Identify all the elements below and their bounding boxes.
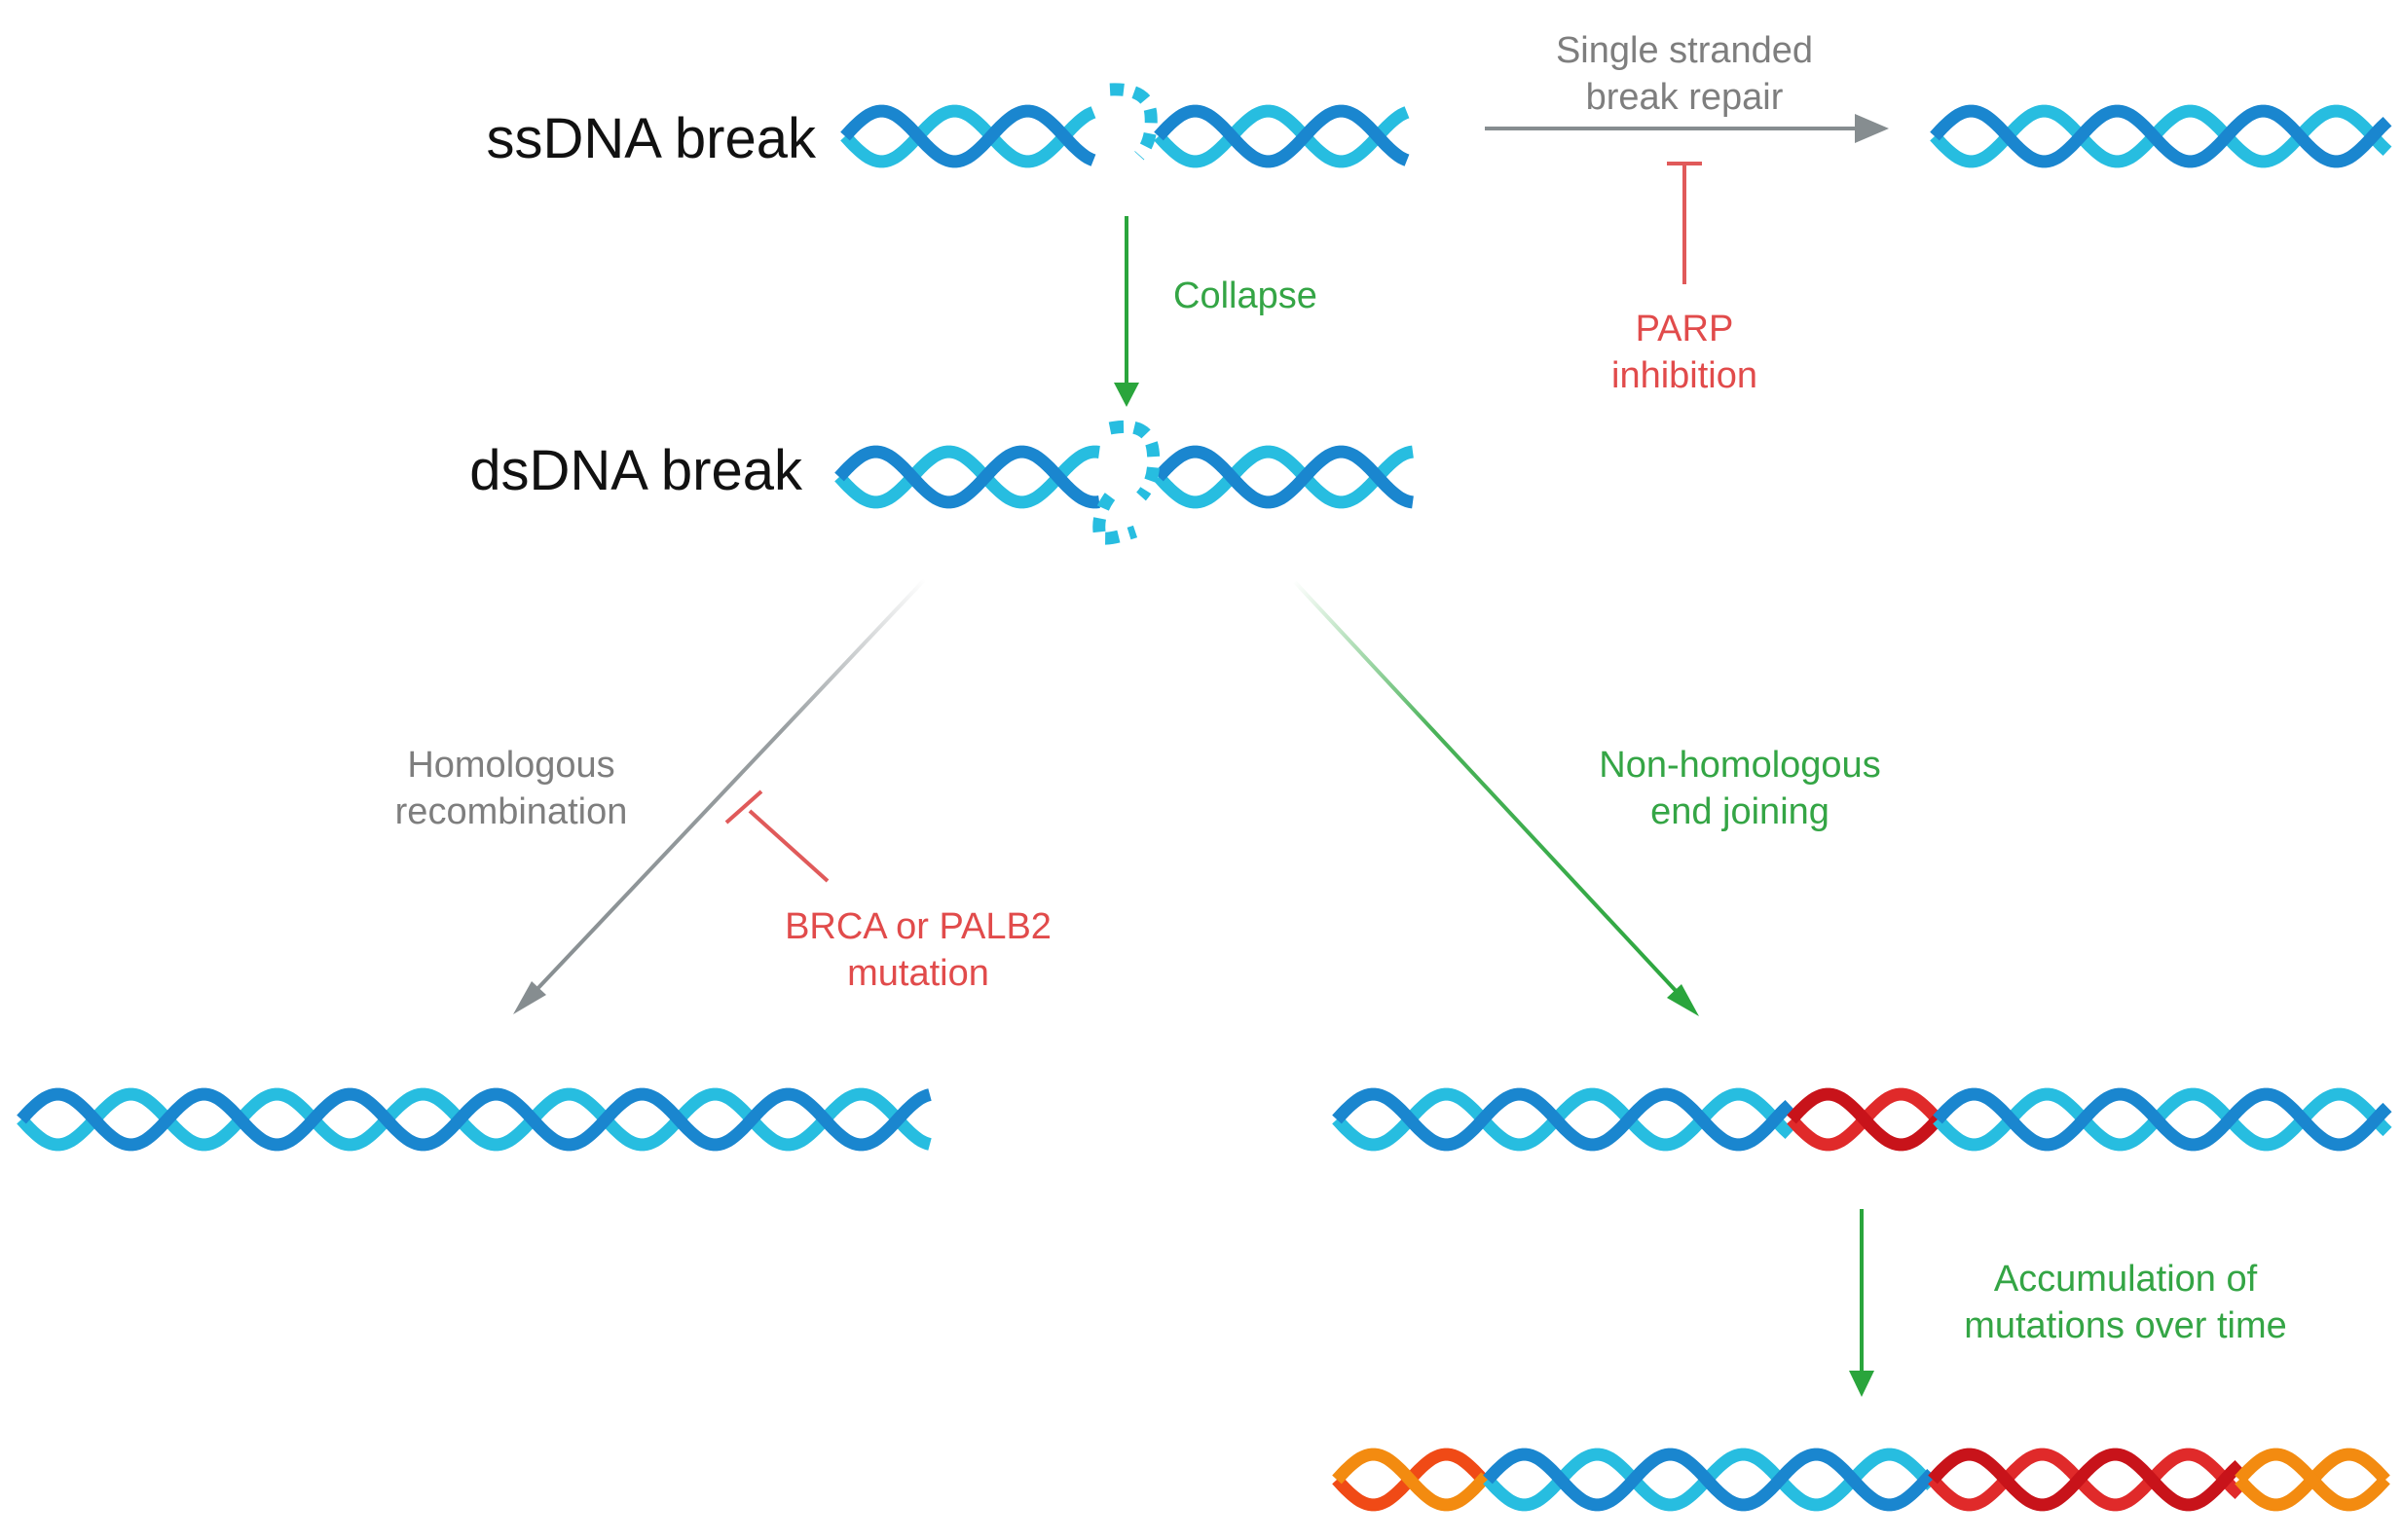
dsdna-break-helix [834,445,1414,509]
ssdna-break-gap [1109,83,1158,161]
dna-strand-b [840,104,1096,168]
ssbr-label-line1: Single stranded [1556,30,1813,71]
dna-strand-a [17,1087,932,1152]
nhej-arrow [1293,580,1699,1016]
dsdna-break-label: dsDNA break [469,439,803,502]
dna-strand-b [2235,1448,2390,1512]
brca-inhibition-bar [724,789,830,883]
ssdna-break-label: ssDNA break [487,107,817,170]
brca-label-line2: mutation [847,953,989,994]
dna-strand-b [1332,1087,1794,1152]
nhej-helix [1332,1087,2392,1152]
dna-strand-b [1933,1087,2392,1152]
parp-label-line1: PARP [1636,309,1734,349]
nhej-label-line1: Non-homologous [1599,745,1880,786]
dna-strand-b [1154,445,1414,509]
hr-label-line1: Homologous [407,745,614,786]
homologous-recombination-arrow [513,577,927,1014]
ssdna-break-helix [840,104,1410,168]
accumulated-mutations-helix [1332,1448,2390,1512]
accum-label-line1: Accumulation of [1994,1259,2258,1300]
homologous-recombination-helix [17,1087,932,1152]
dna-strand-b [17,1087,932,1152]
dna-strand-b [1930,104,2392,168]
dna-strand-b [1928,1448,2244,1512]
hr-label-line2: recombination [395,791,628,832]
ssbr-label-line2: break repair [1586,77,1784,118]
dna-strand-a [1154,104,1410,168]
nhej-label-line2: end joining [1650,791,1829,832]
ssbr-arrow [1485,114,1889,143]
dna-strand-a [1154,445,1414,509]
dna-strand-b [834,445,1100,509]
dna-strand-b [1483,1448,1937,1512]
collapse-arrow [1114,216,1139,407]
dna-strand-b [1332,1448,1491,1512]
parp-label-line2: inhibition [1611,355,1757,396]
accumulation-arrow [1849,1209,1874,1397]
dna-strand-a [840,104,1096,168]
dna-strand-a [1928,1448,2244,1512]
dna-strand-b [1787,1087,1942,1152]
parp-inhibition-bar [1667,162,1702,284]
repaired-ssbr-helix [1930,104,2392,168]
dsdna-break-gap [1092,420,1161,545]
brca-label-line1: BRCA or PALB2 [785,906,1052,947]
dna-strand-b [1154,104,1410,168]
collapse-label: Collapse [1173,275,1317,316]
accum-label-line2: mutations over time [1964,1305,2287,1346]
